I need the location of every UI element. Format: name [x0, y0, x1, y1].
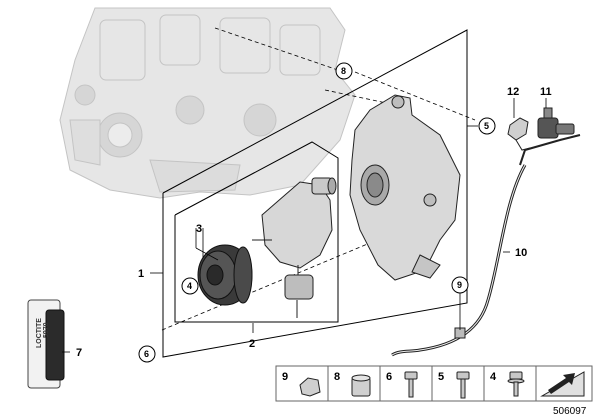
sealant-tube: LOCTITE 5970	[27, 299, 65, 389]
callout-9-circle	[451, 276, 469, 294]
callout-10: 10	[515, 247, 527, 259]
strip-label-9: 9	[282, 371, 288, 383]
sensor	[537, 107, 575, 139]
strip-label-8: 8	[334, 371, 340, 383]
strip-clamp-icon	[299, 377, 321, 397]
strip-label-4: 4	[490, 371, 497, 383]
clip	[507, 117, 531, 151]
coolant-hose-upper	[519, 134, 581, 166]
strip-bolt-4-icon	[507, 371, 525, 397]
callout-11: 11	[540, 86, 552, 98]
callout-8: 8	[341, 66, 346, 76]
document-number: 506097	[553, 406, 587, 417]
callout-3: 3	[196, 223, 202, 235]
callout-1: 1	[138, 268, 144, 280]
callouts: 1 2 3 4 5 6 7 8 9 10 11 12	[76, 62, 552, 363]
water-pump	[252, 177, 337, 318]
sealant-tube-number: 5970	[43, 322, 50, 338]
callout-5-circle	[478, 117, 496, 135]
parts-strip: 9 8 6 5 4	[275, 365, 593, 402]
callout-2: 2	[249, 338, 255, 350]
strip-label-5: 5	[438, 371, 444, 383]
pump-housing	[349, 94, 461, 281]
callout-5: 5	[484, 121, 489, 131]
pulley	[197, 244, 253, 306]
engine-block-ghost	[59, 7, 356, 199]
reference-arrow-icon	[540, 371, 585, 397]
frame-assembly-1	[162, 29, 468, 358]
strip-bolt-5-icon	[456, 371, 470, 399]
sealant-tube-brand: LOCTITE	[36, 318, 43, 348]
callout-8-circle	[335, 62, 353, 80]
callout-7: 7	[76, 347, 82, 359]
callout-6: 6	[144, 349, 149, 359]
strip-label-6: 6	[386, 371, 392, 383]
callout-4-circle	[181, 277, 199, 295]
callout-6-circle	[138, 345, 156, 363]
callout-12: 12	[507, 86, 519, 98]
strip-bolt-6-icon	[404, 371, 418, 398]
callout-4: 4	[187, 281, 192, 291]
callout-9: 9	[457, 280, 462, 290]
frame-assembly-2	[174, 141, 339, 323]
callout-leaders	[62, 98, 547, 353]
